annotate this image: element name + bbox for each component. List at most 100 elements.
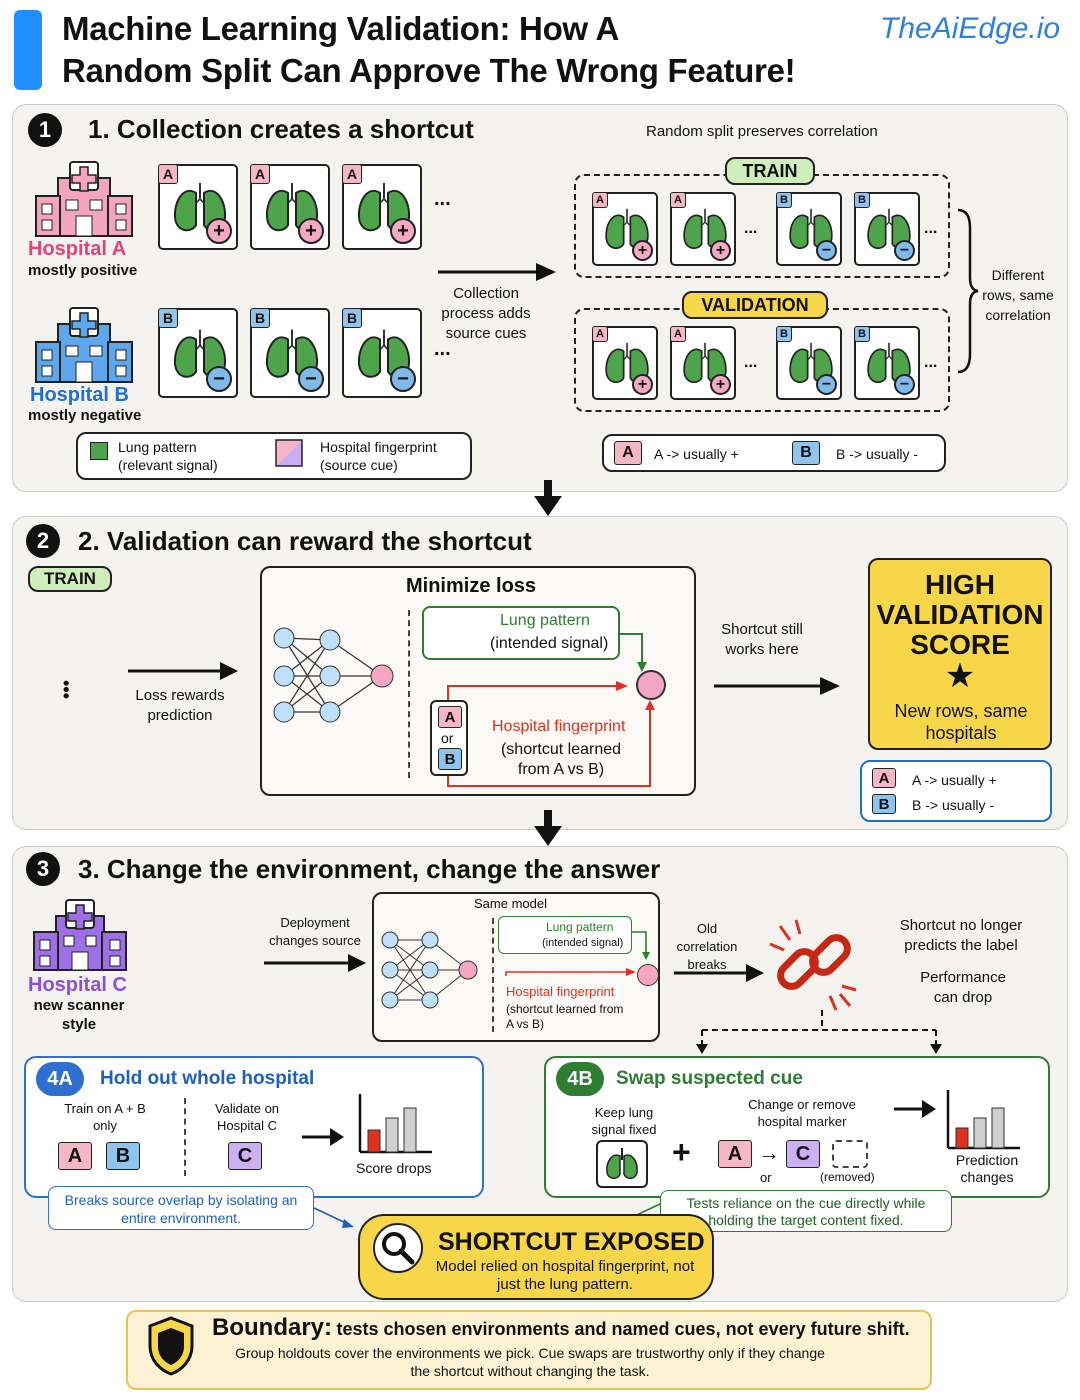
source-tag-a: A — [670, 192, 686, 208]
down-arrow-2 — [534, 810, 562, 846]
page-title: Machine Learning Validation: How A Rando… — [62, 8, 862, 92]
hospital-b-name: Hospital B — [30, 384, 129, 406]
panel-4b-badge: 4B — [556, 1062, 604, 1096]
source-tag-b: B — [342, 308, 362, 328]
boundary-label: Boundary: — [212, 1314, 332, 1341]
legend-fp-line1: Hospital fingerprint — [320, 439, 437, 455]
removed-text: (removed) — [820, 1170, 875, 1184]
hospital-c-icon — [33, 899, 127, 971]
validation-card-1: A+ — [670, 326, 736, 400]
4a-tag-c: C — [228, 1142, 262, 1170]
source-tag-a: A — [250, 164, 270, 184]
title-line-1: Machine Learning Validation: How A — [62, 10, 619, 47]
4a-arrow — [302, 1128, 344, 1146]
hospital-b-note: mostly negative — [28, 407, 142, 424]
broken-chain-icon — [769, 919, 857, 1011]
small-lung-box — [498, 916, 632, 954]
negative-label-icon: − — [206, 366, 232, 392]
4b-or: or — [760, 1170, 772, 1185]
prediction-changes-text: Prediction changes — [955, 1152, 1019, 1185]
small-neural-net-icon — [381, 931, 478, 1009]
hospital-a-icon — [35, 161, 133, 237]
down-arrow-1 — [534, 480, 562, 516]
train-card-2: B− — [776, 192, 842, 266]
source-tag-b: B — [776, 192, 792, 208]
panel-4a-badge: 4A — [36, 1062, 84, 1096]
validation-pill: VALIDATION — [682, 291, 828, 319]
hospital-c-note: new scanner style — [33, 997, 125, 1033]
small-model-divider — [492, 918, 494, 1032]
legend-box — [76, 432, 472, 480]
small-lung-sub: (intended signal) — [542, 937, 624, 949]
negative-label-icon: − — [298, 366, 324, 392]
brand-logo: TheAiEdge.io — [880, 12, 1061, 45]
source-tag-a: A — [158, 164, 178, 184]
small-fp-title: Hospital fingerprint — [506, 984, 615, 999]
high-score-card — [868, 558, 1052, 750]
lung-card-a-0: A+ — [158, 164, 238, 250]
star-icon: ★ — [944, 657, 976, 695]
ellipsis-row-a: ... — [434, 188, 451, 210]
score-arrow — [714, 677, 840, 695]
legend-lung-line1: Lung pattern — [118, 439, 197, 455]
output-node — [636, 670, 666, 700]
small-lung-title: Lung pattern — [546, 920, 614, 934]
key-tag-a: A — [614, 441, 642, 465]
keep-lung-text: Keep lung signal fixed — [591, 1105, 657, 1137]
high-score-title: HIGH VALIDATION SCORE — [876, 569, 1044, 660]
source-tag-b: B — [854, 326, 870, 342]
train-on-text: Train on A + B only — [64, 1101, 146, 1133]
section-1-badge: 1 — [28, 113, 62, 147]
key-b-text: B -> usually - — [836, 446, 919, 462]
shortcut-caption: Shortcut still works here — [721, 621, 803, 658]
deploy-arrow — [264, 954, 366, 972]
validation-card-2: B− — [776, 326, 842, 400]
source-tag-a: A — [670, 326, 686, 342]
boundary-headline: tests chosen environments and named cues… — [336, 1319, 910, 1339]
source-tag-b: B — [250, 308, 270, 328]
validate-on-text: Validate on Hospital C — [214, 1101, 280, 1133]
legend-lung-swatch — [90, 442, 108, 460]
hospital-a-name: Hospital A — [28, 238, 127, 260]
s2-key-tag-a: A — [872, 768, 896, 788]
legend-fp-line2: (source cue) — [320, 457, 398, 473]
small-red-arrow — [505, 968, 636, 976]
source-tag-a: A — [342, 164, 362, 184]
model-box — [260, 566, 696, 796]
panel-4a-title: Hold out whole hospital — [100, 1068, 315, 1089]
collection-caption: Collection process adds source cues — [441, 285, 531, 342]
key-box — [602, 434, 946, 472]
s2-vertical-ellipsis: ••• — [56, 680, 76, 699]
ellipsis-row-b: ... — [434, 338, 451, 360]
split-dashed-arrows — [696, 1010, 942, 1054]
loss-arrow — [128, 662, 238, 680]
old-corr-caption: Old correlation breaks — [676, 921, 738, 972]
hospital-c-name: Hospital C — [28, 974, 127, 996]
val-ellipsis: ... — [744, 354, 758, 371]
same-model-label: Same model — [474, 896, 547, 911]
minimize-loss-label: Minimize loss — [406, 575, 537, 597]
source-tag-b: B — [854, 192, 870, 208]
val-ellipsis-end: ... — [924, 354, 938, 371]
breaks-note-arrow — [313, 1207, 354, 1228]
high-score-sub: New rows, same hospitals — [894, 701, 1028, 743]
boundary-detail: Group holdouts cover the environments we… — [235, 1345, 825, 1379]
4b-tag-c: C — [786, 1140, 820, 1168]
plus-icon: + — [672, 1134, 691, 1170]
bracket-brace — [957, 208, 979, 374]
lung-icon — [354, 323, 414, 393]
lung-card-a-1: A+ — [250, 164, 330, 250]
negative-label-icon: − — [816, 240, 837, 261]
model-divider — [408, 610, 410, 778]
source-tag-b: B — [776, 326, 792, 342]
section-1-title: 1. Collection creates a shortcut — [88, 114, 474, 144]
source-tag-b: B — [158, 308, 178, 328]
small-output-node — [637, 964, 659, 986]
legend-fp-text: Hospital fingerprint (source cue) — [320, 438, 437, 474]
tests-note: Tests reliance on the cue directly while… — [660, 1190, 952, 1232]
loss-caption: Loss rewards prediction — [135, 687, 225, 724]
small-green-arrow — [632, 931, 650, 960]
4b-tag-a: A — [718, 1140, 752, 1168]
validation-card-3: B− — [854, 326, 920, 400]
validation-card-0: A+ — [592, 326, 658, 400]
